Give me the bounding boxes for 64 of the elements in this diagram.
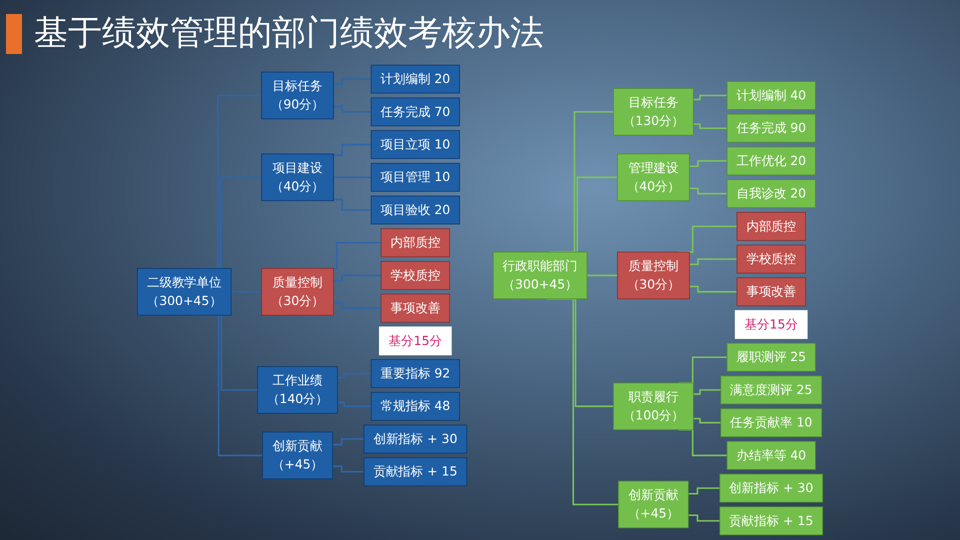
node-box: 项目建设 （40分） (261, 154, 334, 202)
node-box: 内部质控 (736, 212, 806, 241)
connector (334, 176, 372, 178)
connector (337, 401, 372, 408)
connector (693, 94, 728, 100)
node-box: 计划编制 40 (726, 81, 816, 110)
node-box: 计划编制 20 (370, 64, 460, 94)
node-box: 工作优化 20 (726, 146, 816, 176)
connector (332, 438, 364, 446)
connector (337, 372, 372, 378)
node-box: 贡献指标 + 15 (719, 506, 824, 536)
connector (334, 78, 372, 86)
node-box: 学校质控 (380, 261, 450, 290)
node-box: 学校质控 (736, 244, 806, 274)
node-box: 履职测评 25 (726, 342, 816, 372)
node-box: 贡献指标 + 15 (364, 457, 468, 486)
connector (332, 465, 364, 473)
node-box: 项目验收 20 (370, 196, 460, 224)
node-box: 二级教学单位 （300+45） (136, 268, 232, 316)
node-box: 事项改善 (380, 294, 450, 323)
connector (546, 298, 618, 506)
node-box: 办结率等 40 (726, 441, 816, 470)
connector (693, 418, 721, 424)
node-box: 目标任务 （90分） (261, 72, 334, 120)
connector (586, 274, 618, 276)
node-box: 满意度测评 25 (720, 376, 822, 404)
node-box: 创新指标 + 30 (719, 474, 824, 503)
node-box: 事项改善 (736, 277, 806, 306)
node-box: 项目立项 10 (370, 130, 460, 159)
connector (688, 514, 720, 522)
node-box: 项目管理 10 (370, 162, 460, 192)
connector (688, 487, 720, 495)
node-box: 创新指标 + 30 (364, 424, 468, 454)
node-box: 创新贡献 （+45） (618, 480, 689, 528)
connector (231, 291, 262, 293)
node-box: 管理建设 （40分） (617, 154, 690, 202)
title: 基于绩效管理的部门绩效考核办法 (34, 12, 544, 55)
node-box: 自我诊改 20 (726, 179, 816, 208)
connector (693, 123, 728, 129)
connector (693, 389, 721, 395)
connector (334, 144, 372, 156)
node-box: 任务贡献率 10 (720, 408, 822, 438)
node-box: 内部质控 (380, 228, 450, 258)
node-box: 质量控制 （30分） (261, 268, 334, 316)
connector (334, 274, 382, 282)
node-box: 职责履行 （100分） (613, 382, 694, 430)
connector (689, 286, 737, 293)
node-box: 常规指标 48 (370, 392, 460, 421)
connector (689, 160, 728, 168)
node-box: 创新贡献 （+45） (262, 432, 333, 480)
connector (334, 302, 382, 309)
node-box: 任务完成 70 (370, 97, 460, 126)
node-box: 目标任务 （130分） (613, 88, 694, 136)
node-box: 任务完成 90 (726, 114, 816, 143)
node-box: 重要指标 92 (370, 359, 460, 388)
node-box: 行政职能部门 （300+45） (492, 252, 588, 300)
node-box: 基分15分 (734, 310, 808, 339)
connector (689, 258, 737, 266)
node-box: 质量控制 （30分） (617, 252, 690, 300)
node-box: 基分15分 (379, 326, 452, 356)
connector (689, 188, 728, 194)
node-box: 工作业绩 （140分） (257, 366, 338, 414)
connector (334, 106, 372, 113)
connector (334, 198, 372, 211)
